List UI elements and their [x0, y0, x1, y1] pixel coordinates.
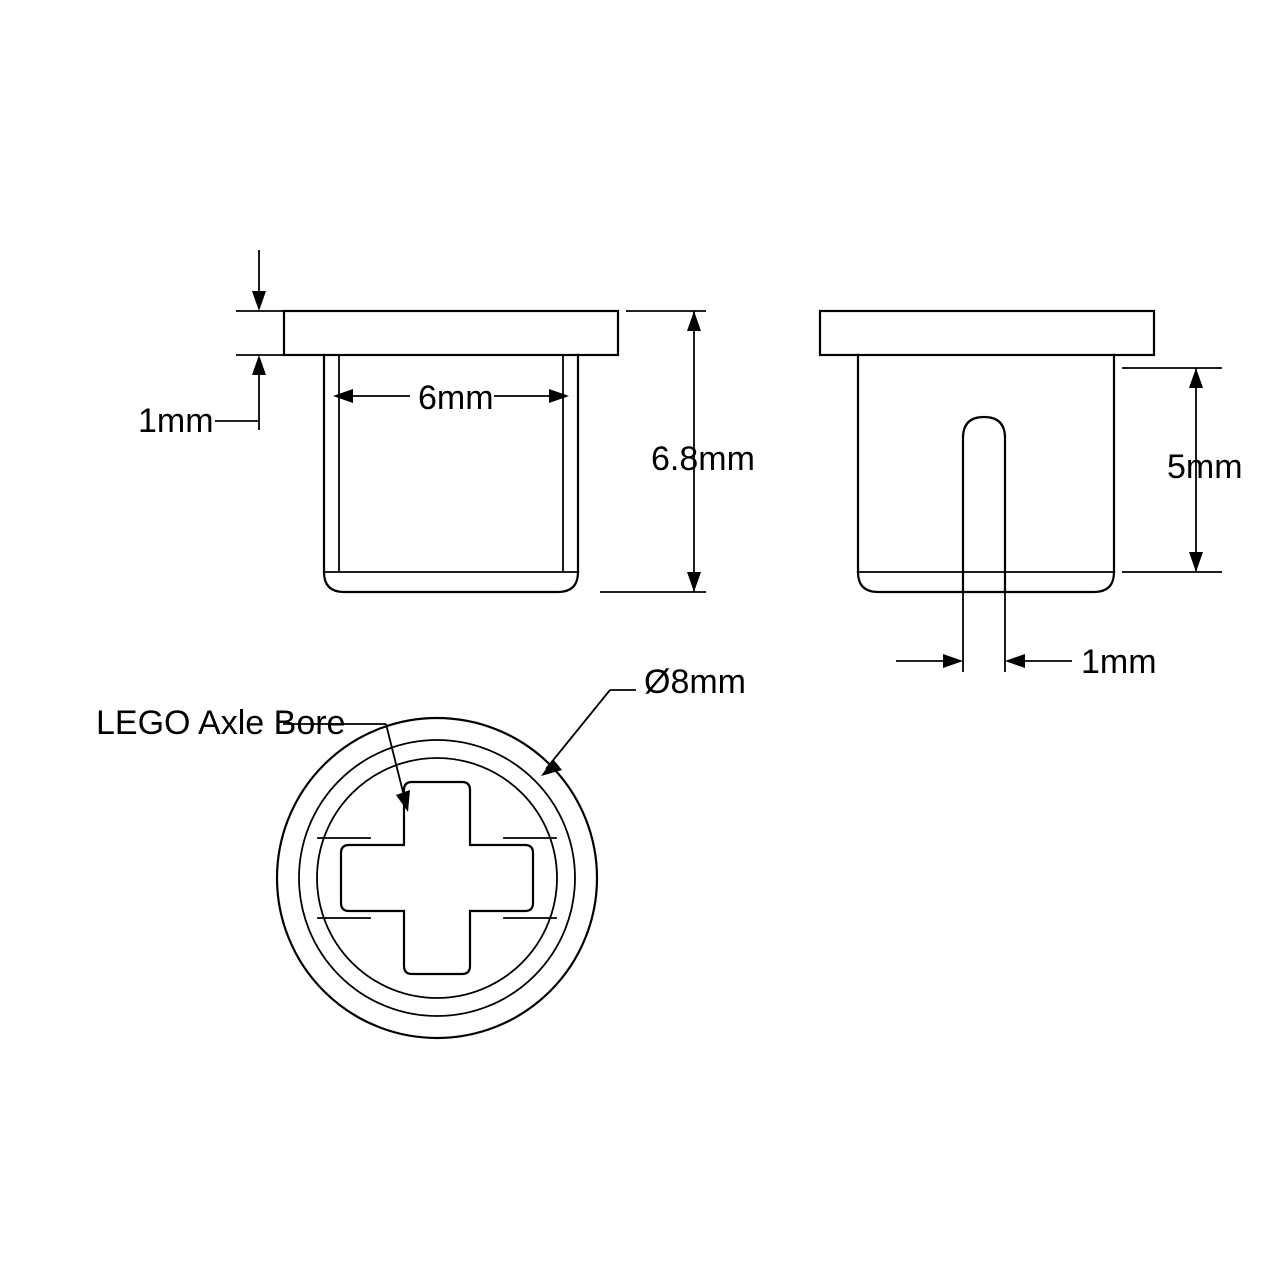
dim-outer-diameter: Ø8mm	[541, 663, 746, 776]
dim-slot-width: 1mm	[896, 592, 1157, 681]
dim-flange-thickness: 1mm	[138, 250, 300, 440]
dim-bore-width: 6mm	[333, 379, 569, 417]
dim-bore-width-text: 6mm	[418, 379, 494, 417]
bottom-end-view	[275, 716, 599, 1040]
dim-body-height-text: 5mm	[1167, 448, 1243, 486]
side-section-view	[818, 309, 1156, 594]
dim-outer-diameter-text: Ø8mm	[644, 663, 746, 701]
dim-overall-height-text: 6.8mm	[651, 440, 755, 478]
front-section-view	[282, 309, 620, 594]
dim-flange-thickness-text: 1mm	[138, 402, 214, 440]
dim-overall-height: 6.8mm	[600, 310, 755, 593]
dim-slot-width-text: 1mm	[1081, 643, 1157, 681]
annotation-axle-bore: LEGO Axle Bore	[96, 704, 410, 812]
annotation-axle-bore-text: LEGO Axle Bore	[96, 704, 345, 742]
dim-body-height: 5mm	[1122, 367, 1243, 573]
